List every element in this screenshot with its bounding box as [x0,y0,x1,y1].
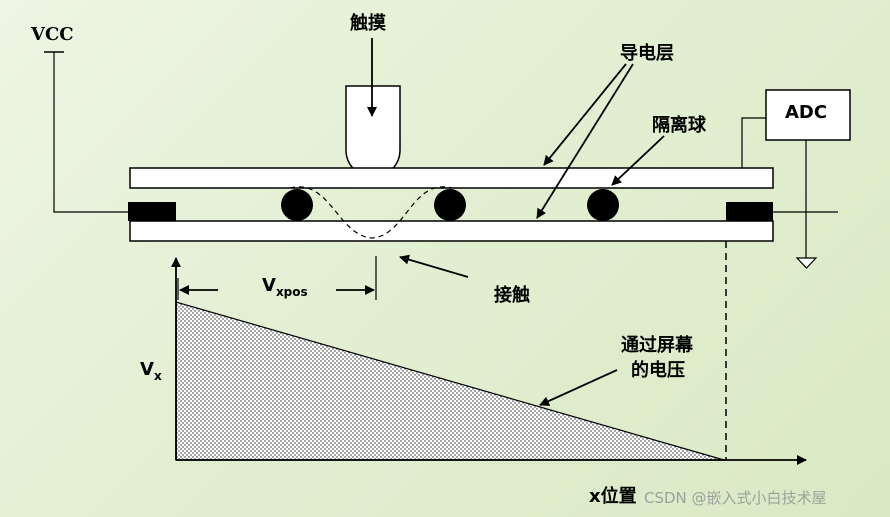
spacer-ball [281,189,313,221]
touch-finger [345,85,401,178]
spacer-ball-arrow [611,135,665,186]
vx-main: V [140,359,154,380]
right-electrode [726,202,773,221]
left-electrode [128,202,176,221]
spacer-ball-label: 隔离球 [652,115,706,136]
contact-arrow [399,254,469,278]
spacer-ball [434,189,466,221]
vx-label: Vx [140,359,162,383]
x-position-label: x位置 [589,486,637,507]
vcc-label: VCC [31,24,74,45]
contact-label: 接触 [494,285,530,306]
deformed-layer-dashed [289,186,453,239]
top-conductive-layer [129,167,774,189]
conductive-layer-label: 导电层 [620,43,674,64]
voltage-label-line1: 通过屏幕 [621,335,693,356]
conductive-layer-arrow-bottom [536,63,634,219]
spacer-ball [587,189,619,221]
vxpos-label: Vxpos [262,275,308,299]
vcc-wire [53,52,130,213]
ground-icon [795,257,818,269]
adc-box [765,89,851,141]
touch-label: 触摸 [350,13,386,34]
vxpos-main: V [262,275,276,296]
vxpos-subscript: xpos [275,285,308,299]
conductive-layer-arrow-top [543,63,627,166]
vx-subscript: x [153,369,162,383]
bottom-conductive-layer [129,220,774,242]
watermark: CSDN @嵌入式小白技术屋 [644,489,827,507]
adc-wire-top [741,117,766,168]
adc-label: ADC [785,102,828,123]
voltage-label-line2: 的电压 [631,360,685,381]
voltage-arrow [539,369,618,406]
